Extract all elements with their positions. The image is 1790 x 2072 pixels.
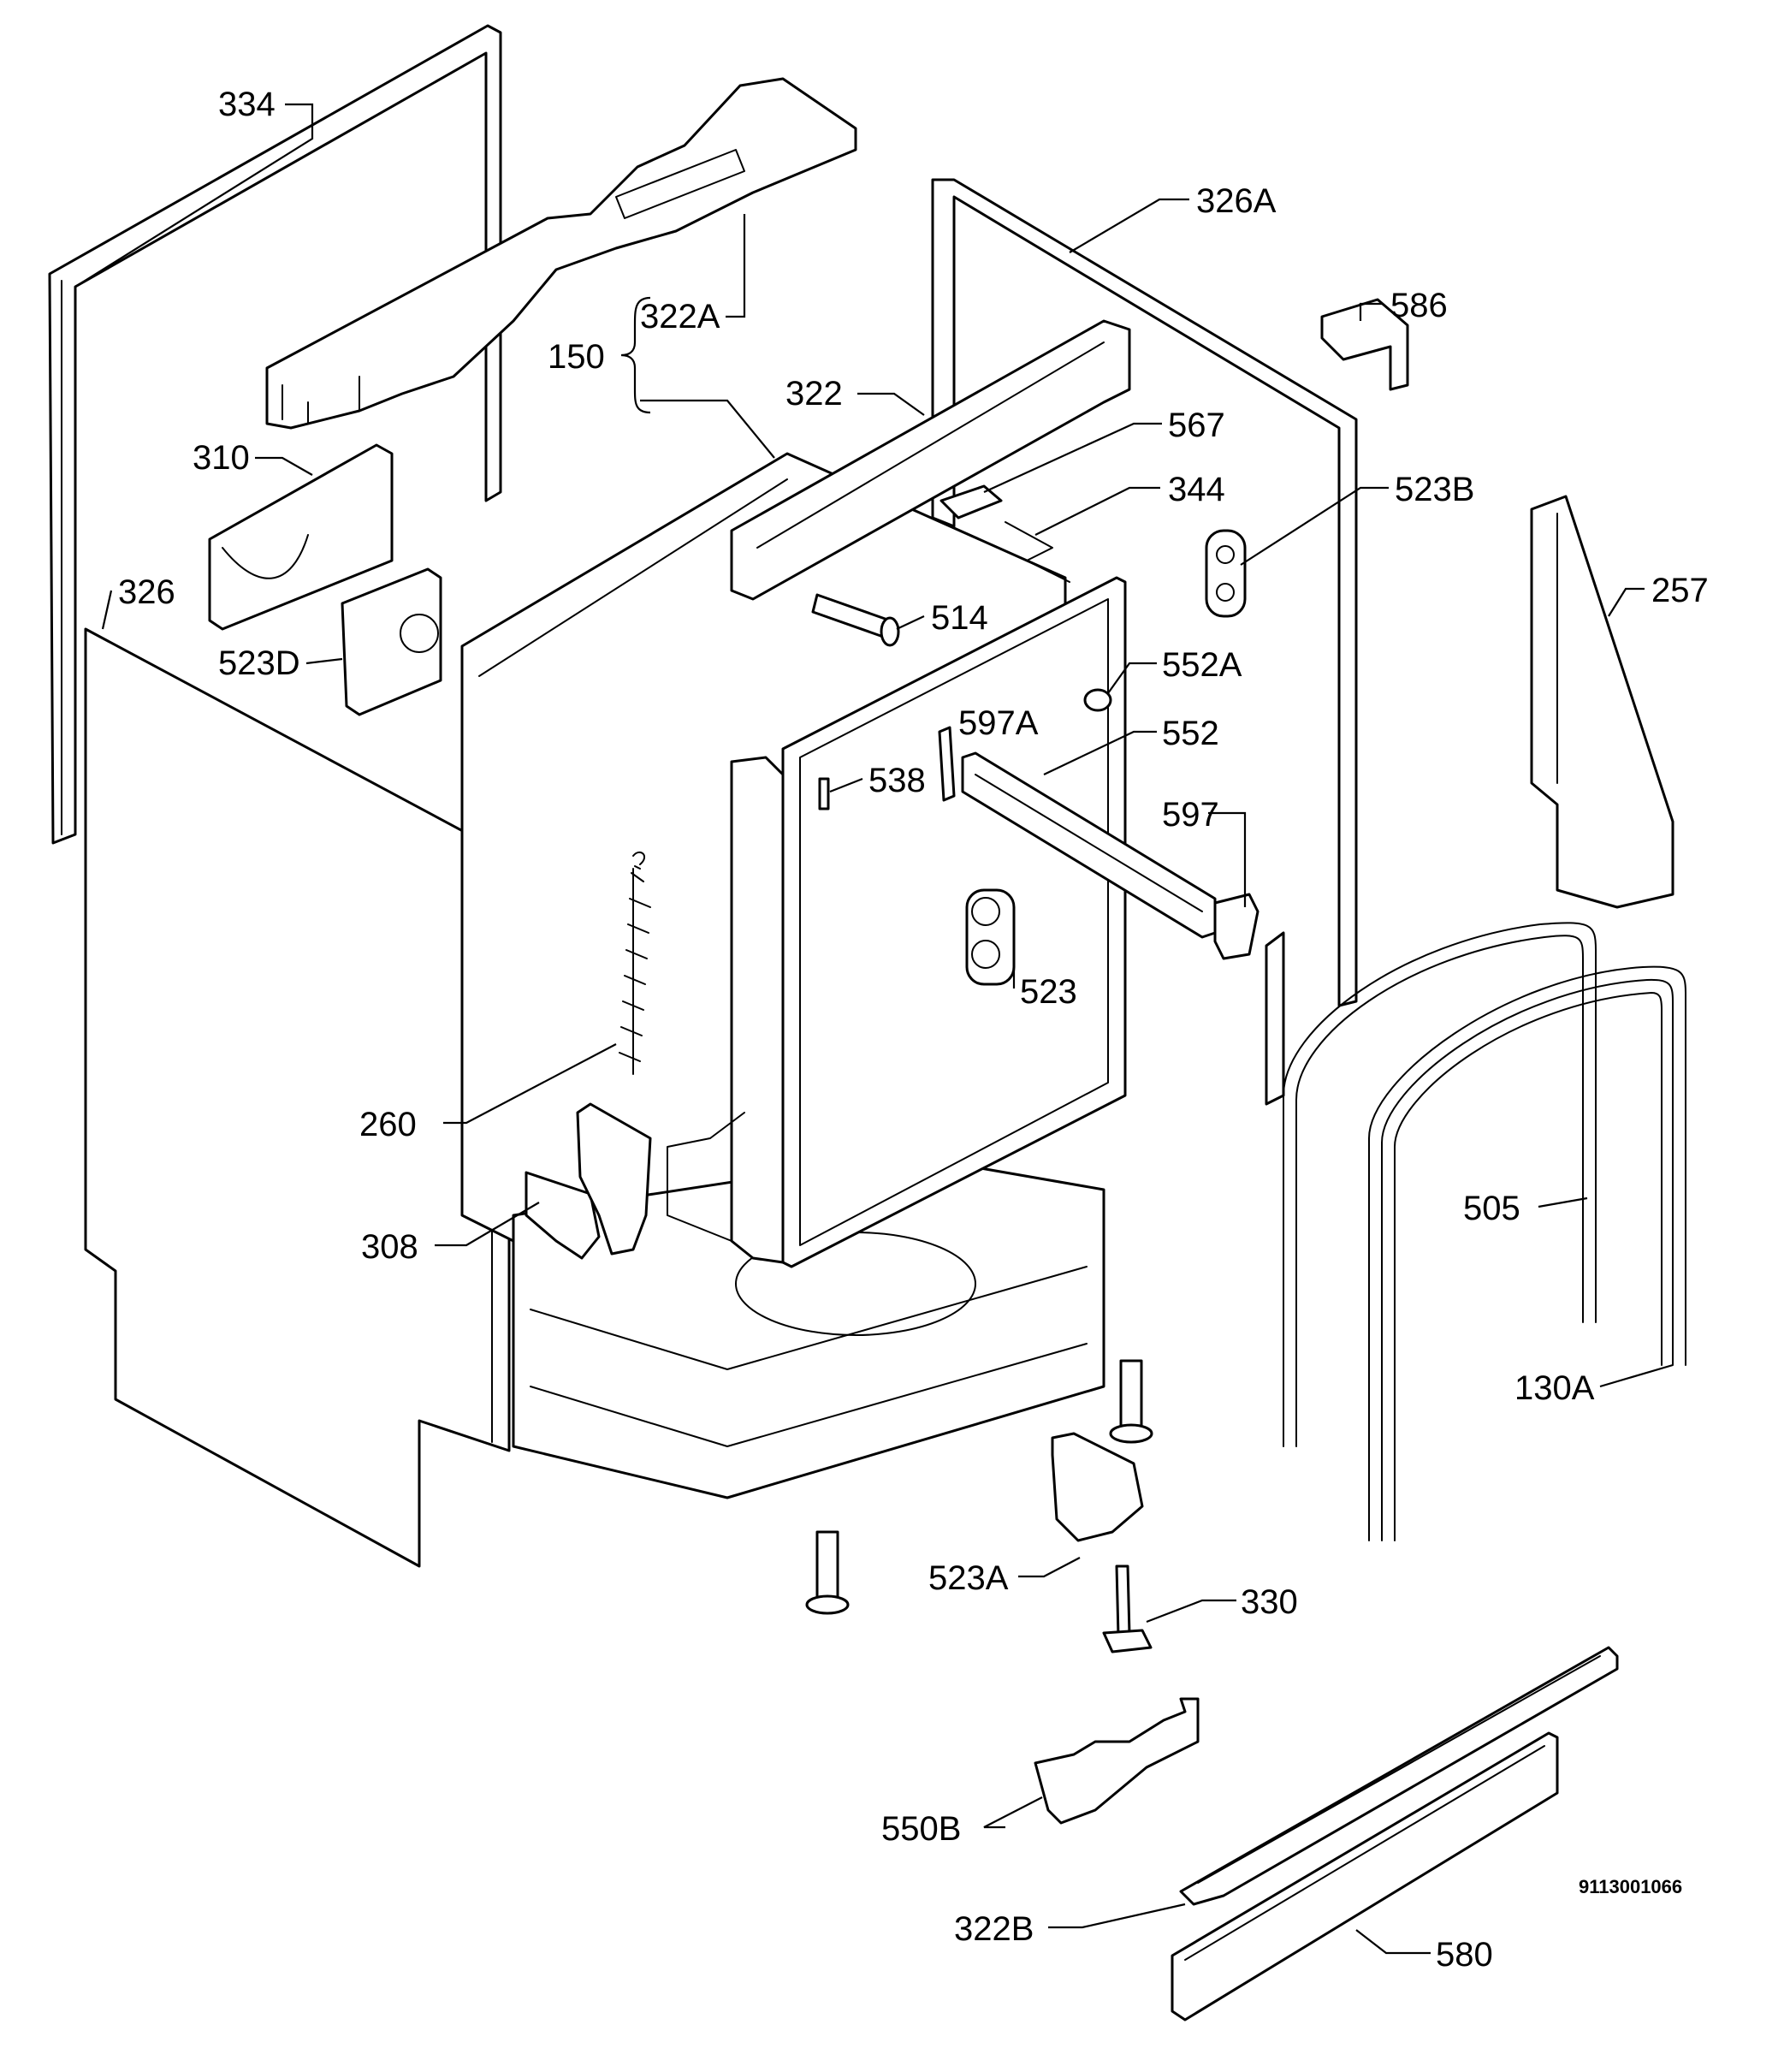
callout-344: 344	[1168, 471, 1225, 508]
part-550B-clip	[1034, 1697, 1200, 1825]
part-322A-top-bracket	[265, 77, 857, 430]
callout-552A: 552A	[1162, 646, 1242, 684]
part-523B-grommet	[1205, 529, 1247, 618]
part-597A-pin	[938, 726, 956, 802]
part-523-twin-grommet	[965, 888, 1016, 986]
callout-550B: 550B	[881, 1810, 961, 1848]
callout-505: 505	[1463, 1190, 1520, 1227]
callout-523B: 523B	[1395, 471, 1474, 508]
part-538-screw	[818, 777, 830, 810]
part-586-bracket	[1320, 298, 1409, 391]
callout-552: 552	[1162, 715, 1219, 752]
callout-326-left: 326	[118, 573, 175, 611]
brace-150	[620, 296, 651, 414]
part-580-kick-panel	[1171, 1731, 1559, 2022]
callout-523: 523	[1020, 973, 1077, 1011]
part-330-leveling-foot	[1102, 1564, 1153, 1653]
callout-257: 257	[1651, 572, 1709, 609]
callout-322A: 322A	[640, 298, 720, 335]
door-frame	[667, 576, 1127, 1268]
callout-150: 150	[548, 338, 605, 376]
callout-326A: 326A	[1196, 182, 1277, 220]
callout-586: 586	[1390, 287, 1448, 324]
part-310-cover	[208, 443, 394, 631]
part-523A-foot-bracket	[1051, 1432, 1144, 1542]
part-597-clip	[1213, 893, 1260, 960]
part-257-side-block	[1530, 495, 1674, 909]
part-505-gasket	[1283, 922, 1597, 1447]
part-514-screw	[811, 593, 900, 647]
callout-334: 334	[218, 86, 276, 123]
callout-567: 567	[1168, 407, 1225, 444]
part-322-top-rail	[730, 319, 1131, 601]
callout-322B: 322B	[954, 1910, 1034, 1948]
part-344-spring	[1005, 521, 1070, 583]
part-130A-gasket	[1368, 965, 1686, 1541]
part-326-side-panel	[84, 627, 511, 1568]
leader-lines	[74, 103, 1674, 1955]
part-308-hinge	[525, 1102, 652, 1260]
part-322B-rail	[1179, 1646, 1619, 1906]
callout-580: 580	[1436, 1936, 1493, 1974]
callout-322: 322	[785, 375, 843, 413]
callout-labels: 334 322A 150 310 326 523D 326A 586 322 5…	[118, 86, 1709, 1974]
callout-130A: 130A	[1514, 1369, 1595, 1407]
drawing-number: 9113001066	[1579, 1876, 1682, 1897]
callout-330: 330	[1241, 1583, 1298, 1621]
callout-514: 514	[931, 599, 988, 637]
callout-260: 260	[359, 1106, 417, 1143]
callout-538: 538	[868, 762, 926, 799]
callout-310: 310	[193, 439, 250, 477]
callout-308: 308	[361, 1228, 418, 1266]
callout-597A: 597A	[958, 704, 1039, 742]
part-567-clip	[939, 484, 1003, 519]
callout-523D: 523D	[218, 644, 300, 682]
part-552A-knob	[1083, 688, 1112, 712]
part-523D-plate	[341, 567, 442, 716]
part-260-spring	[619, 851, 651, 1075]
callout-523A: 523A	[928, 1559, 1009, 1597]
callout-597: 597	[1162, 796, 1219, 834]
